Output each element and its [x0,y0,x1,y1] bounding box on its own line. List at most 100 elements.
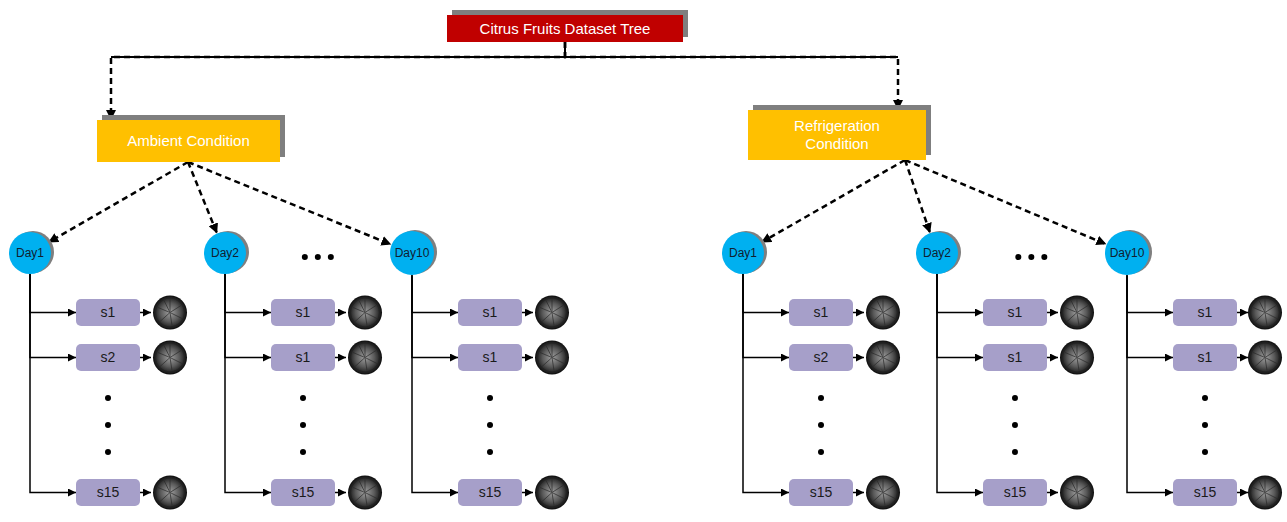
branch-arrow [1127,275,1173,492]
ellipsis-dot [1012,395,1018,401]
ellipsis-dot [1015,254,1021,260]
branch-arrow [937,274,983,493]
day-label: Day1 [729,246,757,260]
condition-label: Ambient Condition [127,132,250,150]
sample-label: s1 [296,304,311,321]
sample-label: s15 [1004,484,1027,501]
ellipsis-dot [105,395,111,401]
sample-box: s1 [271,344,335,371]
ellipsis-dot [818,395,824,401]
sample-label: s2 [814,349,829,366]
ellipsis-dot [487,422,493,428]
sample-label: s1 [1008,349,1023,366]
day-circle: Day2 [916,232,958,274]
branch-arrow [937,274,983,313]
ellipsis-dot [300,395,306,401]
fruit-image [866,296,900,330]
ellipsis-dot [105,449,111,455]
ellipsis-dot [1202,395,1208,401]
image-arrow [140,492,151,494]
image-arrow [335,492,346,494]
dashed-arrow [188,162,217,234]
image-arrow [1047,357,1058,359]
day-circle: Day10 [1105,231,1150,276]
sample-box: s1 [1173,344,1237,371]
sample-label: s1 [483,349,498,366]
dashed-arrow [48,162,188,243]
sample-label: s15 [97,484,120,501]
condition-box: Ambient Condition [97,120,280,162]
ellipsis-dot [818,422,824,428]
sample-label: s1 [814,304,829,321]
fruit-image [1248,341,1282,375]
branch-arrow [743,274,789,358]
ellipsis-dot [487,449,493,455]
title-text: Citrus Fruits Dataset Tree [480,20,651,38]
branch-arrow [412,275,458,357]
ellipsis-dot [302,254,308,260]
image-arrow [853,357,864,359]
image-arrow [522,357,533,359]
image-arrow [853,492,864,494]
branch-arrow [412,275,458,312]
day-label: Day2 [923,246,951,260]
sample-box: s2 [789,344,853,371]
sample-box: s1 [458,344,522,371]
image-arrow [1237,492,1248,494]
fruit-image [348,476,382,510]
sample-box: s1 [983,299,1047,326]
day-label: Day2 [211,246,239,260]
fruit-image [535,341,569,375]
branch-arrow [225,274,271,313]
sample-label: s15 [292,484,315,501]
image-arrow [335,357,346,359]
branch-arrow [1127,275,1173,357]
ellipsis-dot [1028,254,1034,260]
day-circle: Day10 [390,231,435,276]
sample-box: s15 [789,479,853,506]
image-arrow [1237,312,1248,314]
ellipsis-dot [1012,449,1018,455]
sample-box: s15 [271,479,335,506]
title-box: Citrus Fruits Dataset Tree [447,15,683,42]
fruit-image [866,476,900,510]
ellipsis-dot [315,254,321,260]
dashed-arrow [761,160,905,243]
ellipsis-dot [328,254,334,260]
sample-box: s2 [76,344,140,371]
ellipsis-dot [487,395,493,401]
sample-label: s1 [1198,304,1213,321]
day-circle: Day1 [9,232,51,274]
sample-box: s1 [789,299,853,326]
ellipsis-dot [1202,422,1208,428]
condition-box: Refrigeration Condition [748,110,926,160]
image-arrow [522,492,533,494]
ellipsis-dot [1202,449,1208,455]
sample-box: s1 [1173,299,1237,326]
sample-label: s15 [479,484,502,501]
fruit-image [153,341,187,375]
branch-arrow [30,274,76,313]
image-arrow [522,312,533,314]
sample-label: s1 [1008,304,1023,321]
sample-label: s15 [810,484,833,501]
ellipsis-dot [818,449,824,455]
day-label: Day1 [16,246,44,260]
ellipsis-dot [105,422,111,428]
sample-box: s15 [983,479,1047,506]
dashed-arrow [905,160,930,233]
dashed-arrow [565,42,898,110]
branch-arrow [225,274,271,358]
branch-arrow [225,274,271,493]
ellipsis-dot [300,422,306,428]
image-arrow [853,312,864,314]
branch-arrow [412,275,458,492]
image-arrow [1047,312,1058,314]
sample-label: s15 [1194,484,1217,501]
branch-arrow [30,274,76,493]
day-circle: Day2 [204,232,246,274]
fruit-image [1060,476,1094,510]
fruit-image [1060,296,1094,330]
branch-arrow [30,274,76,358]
sample-box: s1 [271,299,335,326]
